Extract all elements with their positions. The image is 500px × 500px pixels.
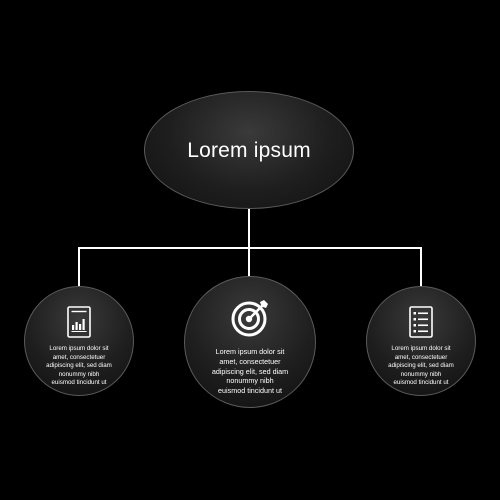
node-right-text: Lorem ipsum dolor sit amet, consectetuer… bbox=[388, 345, 454, 387]
node-left: Lorem ipsum dolor sit amet, consectetuer… bbox=[24, 286, 134, 396]
node-left-text: Lorem ipsum dolor sit amet, consectetuer… bbox=[46, 345, 112, 387]
report-chart-icon bbox=[67, 305, 91, 339]
node-right: Lorem ipsum dolor sit amet, consectetuer… bbox=[366, 286, 476, 396]
node-center-text: Lorem ipsum dolor sit amet, consectetuer… bbox=[211, 347, 289, 396]
root-node: Lorem ipsum bbox=[144, 91, 354, 209]
node-center: Lorem ipsum dolor sit amet, consectetuer… bbox=[184, 276, 316, 408]
root-title: Lorem ipsum bbox=[187, 139, 311, 162]
target-arrow-icon bbox=[230, 297, 270, 339]
checklist-icon bbox=[409, 305, 433, 339]
